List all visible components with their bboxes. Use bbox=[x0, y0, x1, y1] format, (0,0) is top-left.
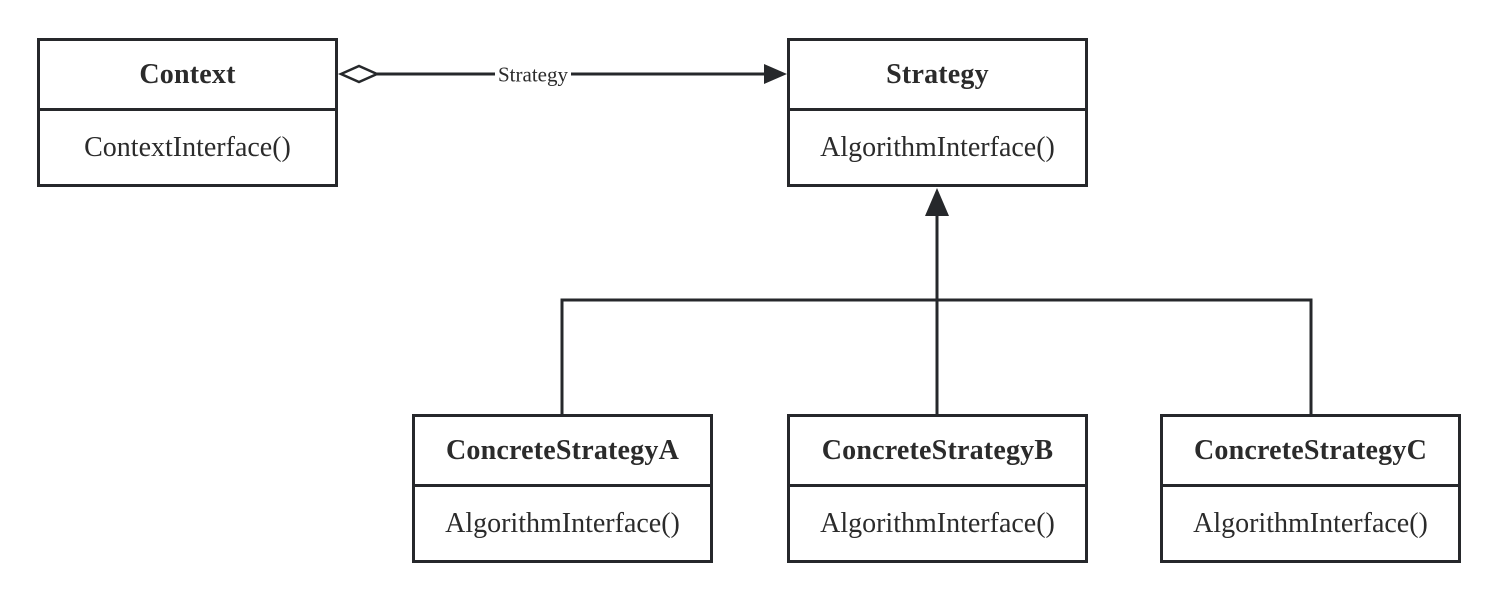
class-box-strategy: Strategy AlgorithmInterface() bbox=[787, 38, 1088, 187]
class-method-concrete-strategy-c: AlgorithmInterface() bbox=[1193, 507, 1428, 539]
aggregation-diamond-icon bbox=[337, 64, 381, 84]
class-title-concrete-strategy-a: ConcreteStrategyA bbox=[415, 417, 710, 487]
class-title-concrete-strategy-c: ConcreteStrategyC bbox=[1163, 417, 1458, 487]
arrowhead-right-icon bbox=[764, 64, 787, 84]
class-method-concrete-strategy-a: AlgorithmInterface() bbox=[445, 507, 680, 539]
class-box-context: Context ContextInterface() bbox=[37, 38, 338, 187]
class-method-strategy: AlgorithmInterface() bbox=[820, 131, 1055, 163]
class-title-strategy: Strategy bbox=[790, 41, 1085, 111]
class-method-context: ContextInterface() bbox=[84, 131, 291, 163]
class-box-concrete-strategy-a: ConcreteStrategyA AlgorithmInterface() bbox=[412, 414, 713, 563]
inheritance-arrow-up-icon bbox=[925, 188, 949, 216]
class-box-concrete-strategy-b: ConcreteStrategyB AlgorithmInterface() bbox=[787, 414, 1088, 563]
aggregation-edge-label: Strategy bbox=[495, 62, 571, 88]
class-title-concrete-strategy-b: ConcreteStrategyB bbox=[790, 417, 1085, 487]
class-title-context: Context bbox=[40, 41, 335, 111]
class-box-concrete-strategy-c: ConcreteStrategyC AlgorithmInterface() bbox=[1160, 414, 1461, 563]
class-method-concrete-strategy-b: AlgorithmInterface() bbox=[820, 507, 1055, 539]
